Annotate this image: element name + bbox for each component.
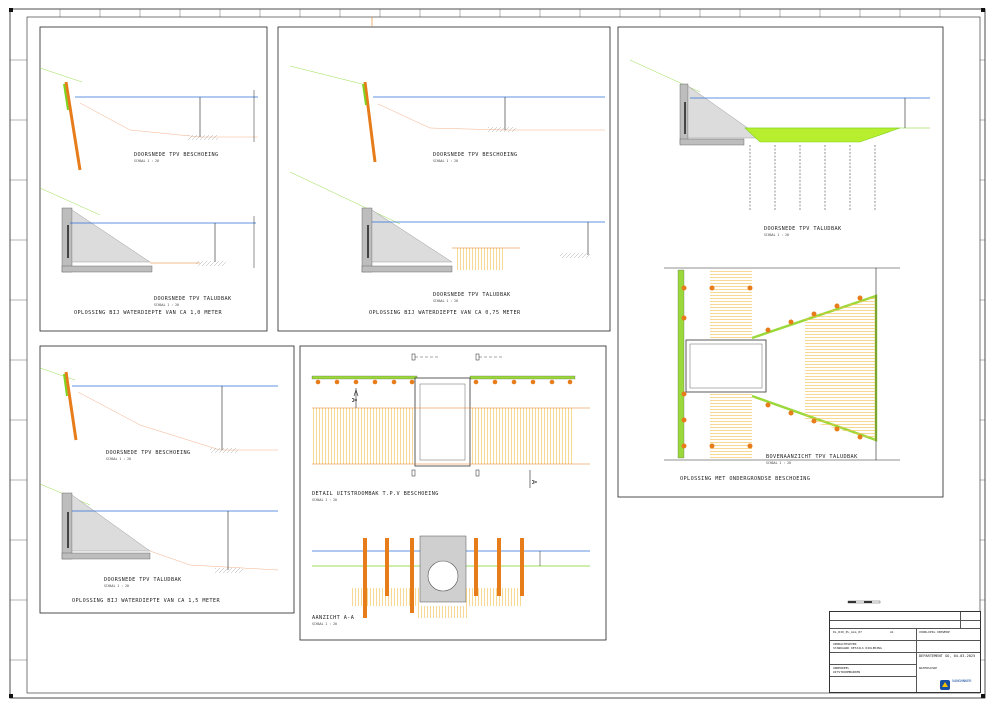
p4-detail-scale: SCHAAL 1 : 20 bbox=[312, 498, 337, 502]
brand-logo: VANGHNKER bbox=[940, 676, 976, 690]
panel-5 bbox=[617, 26, 944, 498]
p2-section-bottom-scale: SCHAAL 1 : 20 bbox=[433, 299, 458, 303]
p2-section-top-scale: SCHAAL 1 : 20 bbox=[433, 159, 458, 163]
tb-brand: VANGHNKER bbox=[952, 679, 972, 683]
tb-dept: DEPARTEMENT GO, 04-03-2025 bbox=[919, 654, 976, 658]
ruler-right bbox=[980, 59, 985, 661]
p2-caption: OPLOSSING BIJ WATERDIEPTE VAN CA 0,75 ME… bbox=[369, 310, 521, 316]
p3-section-top-title: DOORSNEDE TPV BESCHOEING bbox=[106, 450, 191, 456]
scale-bar bbox=[847, 600, 881, 604]
outer-frame bbox=[9, 8, 986, 699]
p2-section-top-title: DOORSNEDE TPV BESCHOEING bbox=[433, 152, 518, 158]
p5-plan-scale: SCHAAL 1 : 20 bbox=[766, 461, 791, 465]
tb-project-label: OPDRACHTGEVER bbox=[833, 642, 857, 646]
p5-caption: OPLOSSING MET ONDERGRONDSE BESCHOEING bbox=[680, 476, 811, 482]
tb-subject-value: UITSTROOMBAKKEN bbox=[833, 670, 861, 674]
logo-icon bbox=[940, 680, 950, 690]
p2-section-bottom-title: DOORSNEDE TPV TALUDBAK bbox=[433, 292, 511, 298]
p3-section-bottom-title: DOORSNEDE TPV TALUDBAK bbox=[104, 577, 182, 583]
panel-1 bbox=[39, 26, 268, 332]
p1-section-top-scale: SCHAAL 1 : 20 bbox=[134, 159, 159, 163]
panel-3 bbox=[39, 345, 295, 614]
p4-view-scale: SCHAAL 1 : 20 bbox=[312, 622, 337, 626]
panel-2 bbox=[277, 26, 611, 332]
ruler-left bbox=[10, 59, 27, 661]
p1-section-bottom-scale: SCHAAL 1 : 20 bbox=[154, 303, 179, 307]
tb-org: WATERSCHAP bbox=[919, 666, 938, 670]
p1-section-top-title: DOORSNEDE TPV BESCHOEING bbox=[134, 152, 219, 158]
inner-frame bbox=[26, 16, 981, 694]
p4-marker-a-right: A bbox=[530, 479, 539, 485]
tb-sheet-size: A1 bbox=[890, 630, 894, 634]
p1-section-bottom-title: DOORSNEDE TPV TALUDBAK bbox=[154, 296, 232, 302]
panel-4 bbox=[299, 345, 607, 641]
p3-section-top-scale: SCHAAL 1 : 20 bbox=[106, 457, 131, 461]
p1-caption: OPLOSSING BIJ WATERDIEPTE VAN CA 1,0 MET… bbox=[74, 310, 222, 316]
p3-section-bottom-scale: SCHAAL 1 : 20 bbox=[104, 584, 129, 588]
p4-detail-title: DETAIL UITSTROOMBAK T.P.V BESCHOEING bbox=[312, 491, 439, 497]
p5-plan-title: BOVENAANZICHT TPV TALUDBAK bbox=[766, 454, 858, 460]
p4-view-title: AANZICHT A-A bbox=[312, 615, 355, 621]
tb-project-value: STANDAARD DETAILS RIOLERING bbox=[833, 646, 882, 650]
tb-drawing-kind: VOORLOPIG ONTWERP bbox=[919, 630, 950, 634]
p4-marker-a-left: A bbox=[350, 397, 359, 403]
tb-drawing-code: DL_RIO_PL_ALG_07 bbox=[833, 630, 862, 634]
p3-caption: OPLOSSING BIJ WATERDIEPTE VAN CA 1,5 MET… bbox=[72, 598, 220, 604]
p5-section-scale: SCHAAL 1 : 20 bbox=[764, 233, 789, 237]
ruler-top bbox=[59, 9, 941, 17]
tb-subject-label: ONDERDEEL bbox=[833, 666, 850, 670]
p5-section-title: DOORSNEDE TPV TALUDBAK bbox=[764, 226, 842, 232]
